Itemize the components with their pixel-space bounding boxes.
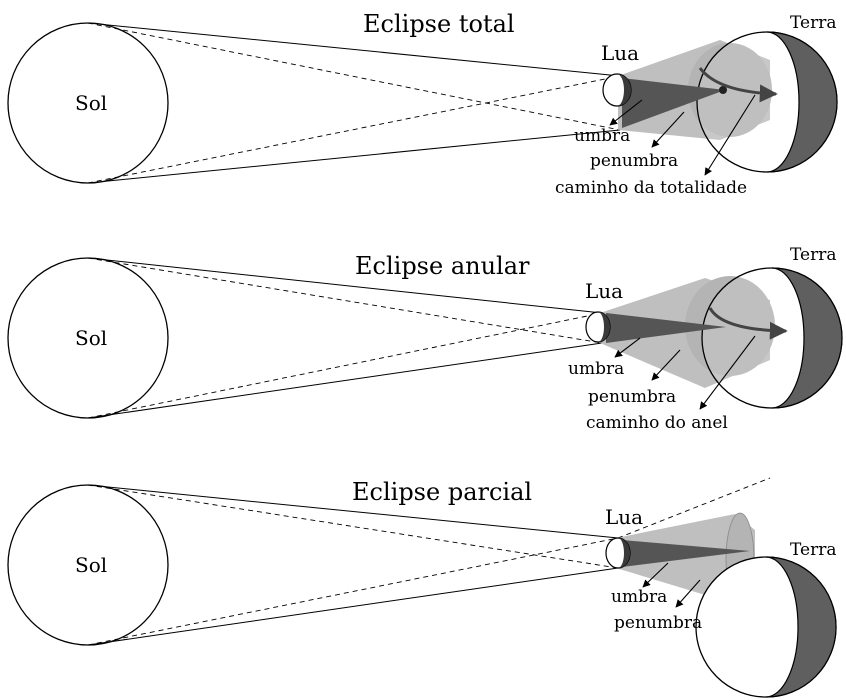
earth-night-side: [765, 556, 837, 698]
outer-tangent-line: [87, 342, 603, 419]
earth-night-side: [771, 267, 843, 409]
outer-tangent-line: [87, 484, 619, 539]
outer-tangent-line: [87, 257, 603, 314]
annulus-path-arrow: [708, 307, 788, 340]
earth-night-side: [766, 31, 838, 173]
moon-label: Lua: [585, 279, 623, 303]
outer-tangent-line: [87, 129, 621, 184]
umbra-label: umbra: [611, 587, 667, 607]
earth-label: Terra: [790, 245, 836, 265]
path-pointer-arrow: [699, 335, 756, 410]
path-label: caminho do anel: [586, 413, 728, 433]
outer-tangent-line: [87, 567, 619, 646]
inner-tangent-line: [87, 257, 603, 344]
penumbra-spot: [685, 276, 775, 376]
totality-path-arrow: [698, 67, 778, 103]
inner-tangent-line: [87, 312, 603, 419]
umbra-cone: [622, 78, 725, 128]
moon-dark-side: [617, 74, 631, 106]
penumbra-pointer-arrow: [651, 111, 685, 148]
panel-title: Eclipse total: [363, 10, 515, 38]
moon-dark-side: [618, 538, 630, 568]
panel-total-eclipse: Eclipse total Sol Terra Lua umbra penumb…: [7, 10, 838, 198]
umbra-pointer-arrow: [642, 562, 669, 588]
penumbra-pointer-arrow: [651, 349, 681, 381]
inner-tangent-line: [87, 537, 619, 646]
penumbra-label: penumbra: [614, 613, 702, 633]
umbra-label: umbra: [574, 126, 630, 146]
path-pointer-arrow: [704, 94, 756, 176]
moon-dark-side: [598, 312, 610, 342]
earth-label: Terra: [790, 540, 836, 560]
panel-title: Eclipse parcial: [352, 478, 532, 506]
penumbra-edge-line: [617, 477, 771, 539]
inner-tangent-line: [87, 22, 621, 131]
umbra-point: [719, 86, 727, 94]
moon-label: Lua: [605, 505, 643, 529]
umbra-pointer-arrow: [614, 337, 641, 358]
inner-tangent-line: [87, 75, 621, 184]
penumbra-pointer-arrow: [675, 579, 701, 608]
sun-label: Sol: [75, 553, 107, 577]
path-label: caminho da totalidade: [555, 178, 747, 198]
sun-label: Sol: [75, 326, 107, 350]
umbra-label: umbra: [568, 359, 624, 379]
panel-annular-eclipse: Eclipse anular Sol Terra Lua umbra penum…: [7, 245, 843, 433]
moon-label: Lua: [601, 41, 639, 65]
earth-label: Terra: [790, 13, 836, 33]
outer-tangent-line: [87, 22, 621, 77]
penumbra-spot: [688, 43, 772, 137]
penumbra-label: penumbra: [590, 151, 678, 171]
umbra-cone: [606, 313, 726, 343]
panel-partial-eclipse: Eclipse parcial Sol Terra Lua umbra penu…: [7, 477, 837, 698]
penumbra-label: penumbra: [588, 387, 676, 407]
umbra-cone: [622, 540, 750, 567]
panel-title: Eclipse anular: [355, 252, 530, 280]
umbra-pointer-arrow: [609, 99, 643, 126]
sun-label: Sol: [75, 91, 107, 115]
